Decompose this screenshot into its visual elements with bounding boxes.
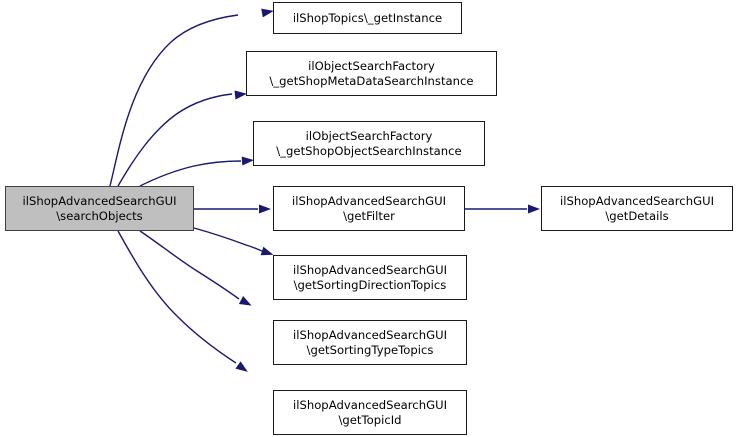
graph-node-label: ilShopTopics\_getInstance (292, 10, 443, 25)
call-edge (139, 230, 240, 300)
graph-node-label: ilShopAdvancedSearchGUI \getFilter (291, 193, 447, 223)
graph-node-getSortingTypeTopics[interactable]: ilShopAdvancedSearchGUI \getSortingTypeT… (273, 320, 467, 365)
graph-node-label: ilShopAdvancedSearchGUI \getTopicId (292, 397, 448, 427)
call-edge (109, 14, 239, 187)
edge-arrowhead (235, 361, 248, 372)
graph-node-label: ilShopAdvancedSearchGUI \getSortingDirec… (292, 262, 448, 292)
graph-node-getShopMetaDataSearchInstance[interactable]: ilObjectSearchFactory \_getShopMetaDataS… (246, 51, 497, 96)
call-edge (193, 227, 263, 252)
graph-node-getShopObjectSearchInstance[interactable]: ilObjectSearchFactory \_getShopObjectSea… (253, 121, 485, 166)
call-edge (139, 160, 242, 187)
graph-node-label: ilShopAdvancedSearchGUI \getDetails (559, 193, 715, 223)
graph-node-getTopicId[interactable]: ilShopAdvancedSearchGUI \getTopicId (273, 390, 467, 435)
graph-node-searchObjects[interactable]: ilShopAdvancedSearchGUI \searchObjects (5, 186, 194, 231)
graph-node-getFilter[interactable]: ilShopAdvancedSearchGUI \getFilter (273, 186, 465, 231)
call-edge (117, 93, 233, 187)
graph-node-label: ilObjectSearchFactory \_getShopObjectSea… (276, 128, 462, 158)
graph-node-getInstanceTopics[interactable]: ilShopTopics\_getInstance (273, 2, 462, 34)
graph-node-getDetails[interactable]: ilShopAdvancedSearchGUI \getDetails (541, 186, 733, 231)
graph-node-label: ilObjectSearchFactory \_getShopMetaDataS… (269, 58, 474, 88)
edge-arrowhead (259, 204, 271, 214)
graph-node-getSortingDirectionTopics[interactable]: ilShopAdvancedSearchGUI \getSortingDirec… (273, 255, 467, 300)
graph-node-label: ilShopAdvancedSearchGUI \searchObjects (22, 193, 177, 223)
call-edge (117, 230, 237, 364)
edge-arrowhead (528, 204, 540, 214)
graph-node-label: ilShopAdvancedSearchGUI \getSortingTypeT… (292, 327, 448, 357)
edge-arrowhead (238, 296, 252, 306)
